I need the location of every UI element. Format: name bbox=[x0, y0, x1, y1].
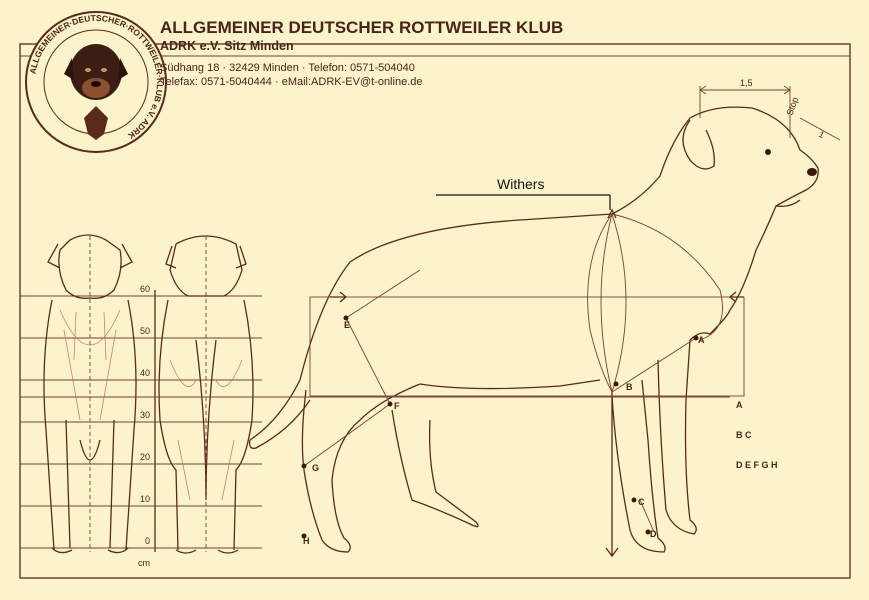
legend-row-A: A bbox=[736, 400, 743, 410]
scale-tick-label: 40 bbox=[140, 368, 150, 378]
side-view-dog bbox=[248, 106, 819, 558]
scale-tick-label: 50 bbox=[140, 326, 150, 336]
skull-length-label: 1,5 bbox=[740, 78, 753, 88]
scale-unit: cm bbox=[138, 558, 150, 568]
frame bbox=[19, 43, 851, 579]
point-B: B bbox=[626, 382, 633, 392]
height-scale: 0 10 20 30 40 50 60 cm bbox=[20, 284, 262, 568]
legend-row-BC: B C bbox=[736, 430, 752, 440]
muzzle-length-label: 1 bbox=[817, 129, 826, 140]
right-legend-letters: A B C D E F G H bbox=[736, 400, 778, 470]
point-G: G bbox=[312, 463, 319, 473]
legend-row-DEFGH: D E F G H bbox=[736, 460, 778, 470]
point-D: D bbox=[650, 529, 657, 539]
point-E: E bbox=[344, 320, 350, 330]
point-A: A bbox=[698, 335, 705, 345]
box-arrow-left bbox=[330, 291, 348, 303]
scale-tick-label: 0 bbox=[145, 536, 150, 546]
point-C: C bbox=[638, 497, 645, 507]
scale-tick-label: 30 bbox=[140, 410, 150, 420]
box-arrow-right bbox=[728, 291, 744, 303]
point-F: F bbox=[394, 401, 400, 411]
point-H: H bbox=[303, 536, 310, 546]
scale-tick-label: 10 bbox=[140, 494, 150, 504]
club-logo: ALLGEMEINER·DEUTSCHER·ROTTWEILER·KLUB e.… bbox=[25, 11, 167, 153]
scale-tick-label: 20 bbox=[140, 452, 150, 462]
eagle-icon bbox=[84, 106, 108, 140]
front-view-dog bbox=[43, 234, 137, 554]
head-measurement: 1,5 1 Stop bbox=[699, 78, 841, 141]
stop-label: Stop bbox=[784, 96, 800, 117]
address-line: Südhang 18 · 32429 Minden · Telefon: 057… bbox=[160, 62, 415, 74]
length-box bbox=[309, 296, 745, 397]
scale-tick-labels: 0 10 20 30 40 50 60 bbox=[140, 284, 150, 546]
measuring-points: E F G H A B C D bbox=[301, 315, 705, 546]
rear-view-dog bbox=[158, 235, 254, 554]
scale-tick-label: 60 bbox=[140, 284, 150, 294]
withers-label: Withers bbox=[497, 176, 544, 192]
rottweiler-head-icon bbox=[64, 44, 128, 100]
club-subtitle: ADRK e.V. Sitz Minden bbox=[160, 39, 294, 53]
contact-line: Telefax: 0571-5040444 · eMail:ADRK-EV@t-… bbox=[160, 76, 422, 88]
club-title: ALLGEMEINER DEUTSCHER ROTTWEILER KLUB bbox=[160, 18, 563, 37]
